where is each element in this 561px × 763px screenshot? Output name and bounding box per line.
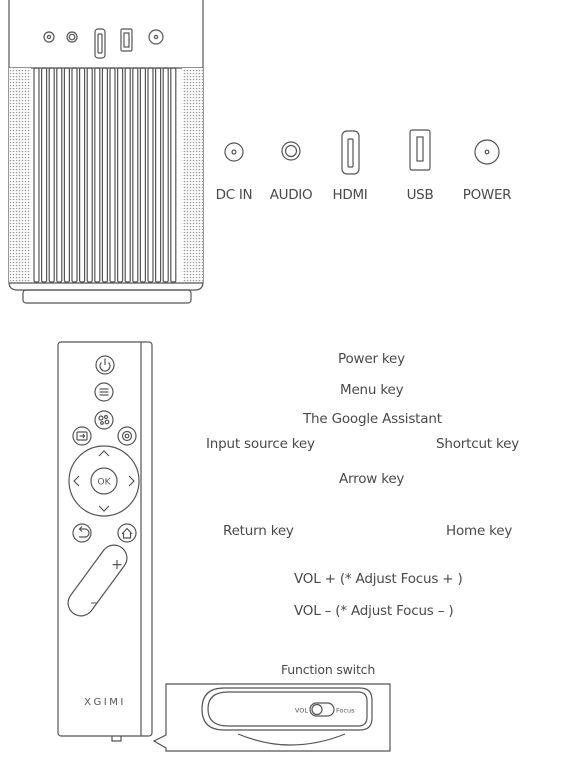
remote-google-assistant-button [94,410,114,430]
label-return-key: Return key [223,523,294,539]
function-switch-panel [152,683,391,752]
switch-focus-label: Focus [336,707,355,715]
vent-bar [71,67,78,283]
vent-bar [109,67,116,283]
audio-port-icon [281,141,301,161]
vent-bar [33,67,40,283]
label-google-assistant: The Google Assistant [303,411,442,427]
vent-bar [147,67,154,283]
label-shortcut-key: Shortcut key [436,436,520,452]
projector-top-ports [43,28,164,59]
port-label-audio: AUDIO [269,187,313,203]
vent-bar [155,67,162,283]
speaker-mesh-left [9,68,31,282]
vent-bar [94,67,101,283]
vent-bar [139,67,146,283]
vent-bar [78,67,86,283]
remote-home-button [117,523,137,543]
remote-dpad [68,445,140,517]
label-home-key: Home key [446,523,513,539]
vent-bar [170,67,177,283]
vent-grille [33,67,177,283]
label-input-source-key: Input source key [206,436,315,452]
switch-vol-label: VOL [295,707,308,715]
remote-brand-logo: XGIMI [84,697,126,708]
vent-bar [48,67,55,283]
remote-return-button [72,523,92,543]
speaker-mesh-right [182,68,203,282]
vent-bar [63,67,71,283]
remote-power-button [95,355,115,375]
label-vol-down: VOL – (* Adjust Focus – ) [294,603,454,619]
label-function-switch: Function switch [281,662,376,677]
label-power-key: Power key [338,351,405,367]
vent-bar [162,67,169,283]
remote-volume-plus: + [111,557,123,573]
port-label-usb: USB [406,187,434,203]
dc-in-port-icon [224,142,244,162]
projector-illustration [8,0,204,304]
vent-bar [116,67,124,283]
vent-bar [124,67,131,283]
remote-volume-rocker [67,544,128,617]
vent-bar [40,67,48,283]
label-menu-key: Menu key [340,382,404,398]
remote-illustration [57,341,153,742]
hdmi-port-icon [341,130,360,175]
port-label-dc-in: DC IN [215,187,253,203]
remote-input-source-button [72,426,92,446]
label-vol-up: VOL + (* Adjust Focus + ) [294,571,463,587]
port-label-hdmi: HDMI [332,187,368,203]
remote-menu-button [94,382,114,402]
vent-bar [132,67,139,283]
vent-bar [101,67,109,283]
label-arrow-key: Arrow key [339,471,405,487]
usb-port-icon [409,129,431,171]
remote-shortcut-button [117,426,137,446]
power-button-icon [474,139,500,165]
remote-volume-minus: – [91,595,98,611]
vent-bar [56,67,63,283]
port-label-power: POWER [462,187,512,203]
vent-bar [86,67,93,283]
remote-ok-label: OK [98,478,112,488]
